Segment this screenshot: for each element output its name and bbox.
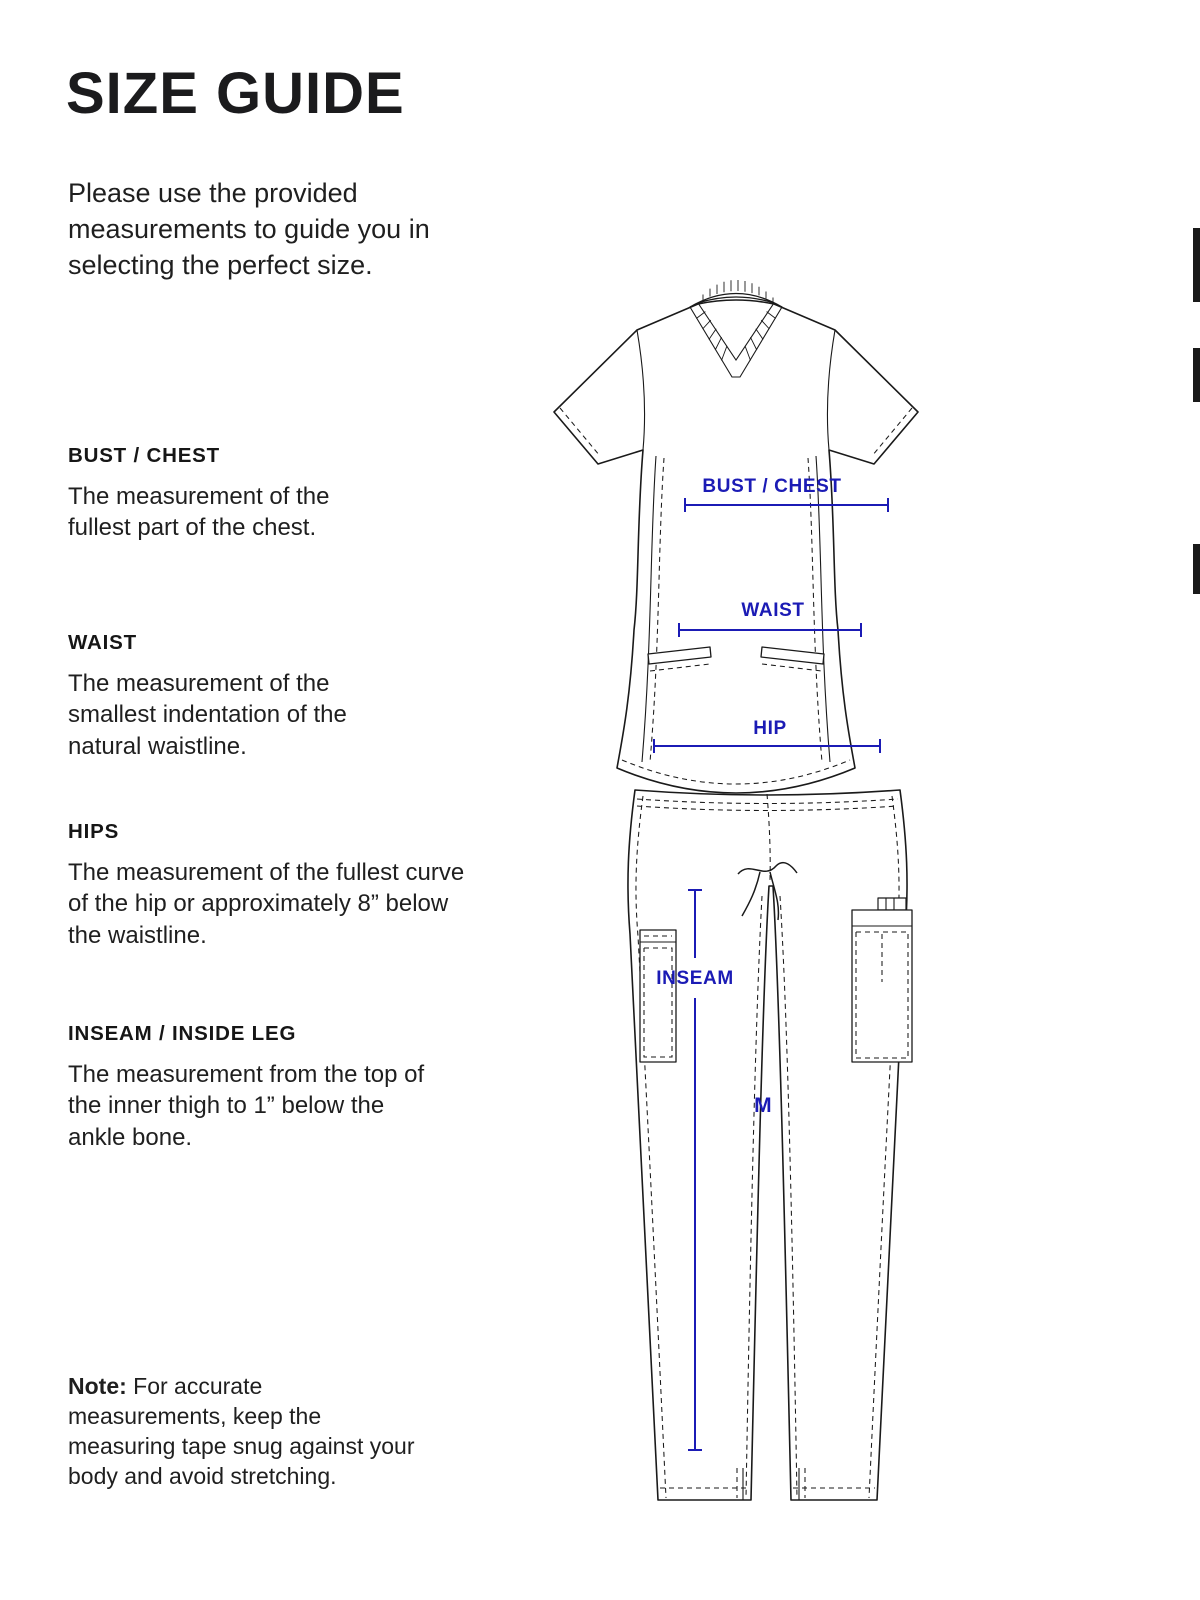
pants-right-cargo-pocket — [851, 909, 913, 1063]
definition-bust-body: The measurement of the fullest part of t… — [68, 483, 330, 542]
intro-text: Please use the provided measurements to … — [68, 178, 430, 280]
definition-inseam-body: The measurement from the top of the inne… — [68, 1061, 425, 1151]
definition-hips-heading: HIPS — [68, 820, 120, 843]
scrub-top-outline — [553, 299, 919, 794]
definition-waist-heading: WAIST — [68, 631, 137, 654]
bust-measure-label: BUST / CHEST — [702, 476, 841, 497]
bust-measure-line — [684, 498, 889, 512]
waist-measure-line — [678, 623, 862, 637]
right-edge-artifact — [1193, 228, 1200, 302]
inseam-measure-label: INSEAM — [656, 968, 734, 989]
definition-hips-body: The measurement of the fullest curve of … — [68, 859, 465, 949]
inseam-measure-line — [688, 889, 702, 1451]
note-body: For accurate measurements, keep the meas… — [68, 1373, 415, 1489]
definition-inseam-heading: INSEAM / INSIDE LEG — [68, 1022, 297, 1045]
definition-bust: BUST / CHEST The measurement of the full… — [68, 444, 378, 544]
waist-measure-label: WAIST — [741, 600, 804, 621]
top-sleeve-hem-stitching — [559, 407, 913, 457]
hip-measure-label: HIP — [753, 718, 786, 739]
pants-right-pocket-tab — [877, 897, 907, 911]
pants-drawstring — [737, 861, 798, 921]
definition-hips: HIPS The measurement of the fullest curv… — [68, 820, 473, 951]
top-vband-ribbing — [696, 311, 776, 361]
top-right-welt-pocket — [760, 646, 825, 665]
measurement-annotations: BUST / CHEST WAIST HIP INSEAM M — [653, 476, 889, 1451]
scrub-top — [553, 280, 919, 794]
top-side-panel-seams — [641, 455, 831, 763]
definition-waist-body: The measurement of the smallest indentat… — [68, 670, 347, 760]
right-edge-artifact — [1193, 348, 1200, 402]
size-marker-label: M — [754, 1094, 772, 1117]
top-bottom-hem-stitching — [621, 759, 851, 785]
top-collar-ribbing — [702, 280, 774, 303]
note-text: Note: For accurate measurements, keep th… — [68, 1372, 420, 1492]
scrub-pants — [627, 789, 913, 1501]
top-vneck-inner — [697, 302, 775, 361]
hip-measure-line — [653, 739, 881, 753]
note-label: Note: — [68, 1373, 127, 1399]
pants-fly-stitching — [766, 793, 771, 881]
top-left-welt-pocket — [647, 646, 712, 665]
pants-left-pocket-stitching — [643, 935, 673, 1058]
pants-right-pocket-stitching — [855, 931, 909, 1059]
top-vneck-outer — [689, 306, 783, 378]
top-welt-pocket-stitching — [649, 663, 823, 672]
page-title: SIZE GUIDE — [66, 61, 405, 126]
definition-waist: WAIST The measurement of the smallest in… — [68, 631, 403, 762]
pants-right-pocket-tab-ribs — [885, 898, 895, 910]
pants-hem-slits — [742, 1468, 800, 1500]
scrubs-measurement-diagram: BUST / CHEST WAIST HIP INSEAM M — [553, 280, 919, 1501]
pants-hem-stitching — [660, 1468, 875, 1498]
top-armhole-seams — [636, 329, 836, 451]
definition-bust-heading: BUST / CHEST — [68, 444, 220, 467]
pants-left-cargo-pocket — [639, 929, 677, 1063]
scrub-pants-outline — [627, 789, 908, 1501]
right-edge-artifact — [1193, 544, 1200, 594]
definition-inseam: INSEAM / INSIDE LEG The measurement from… — [68, 1022, 433, 1153]
